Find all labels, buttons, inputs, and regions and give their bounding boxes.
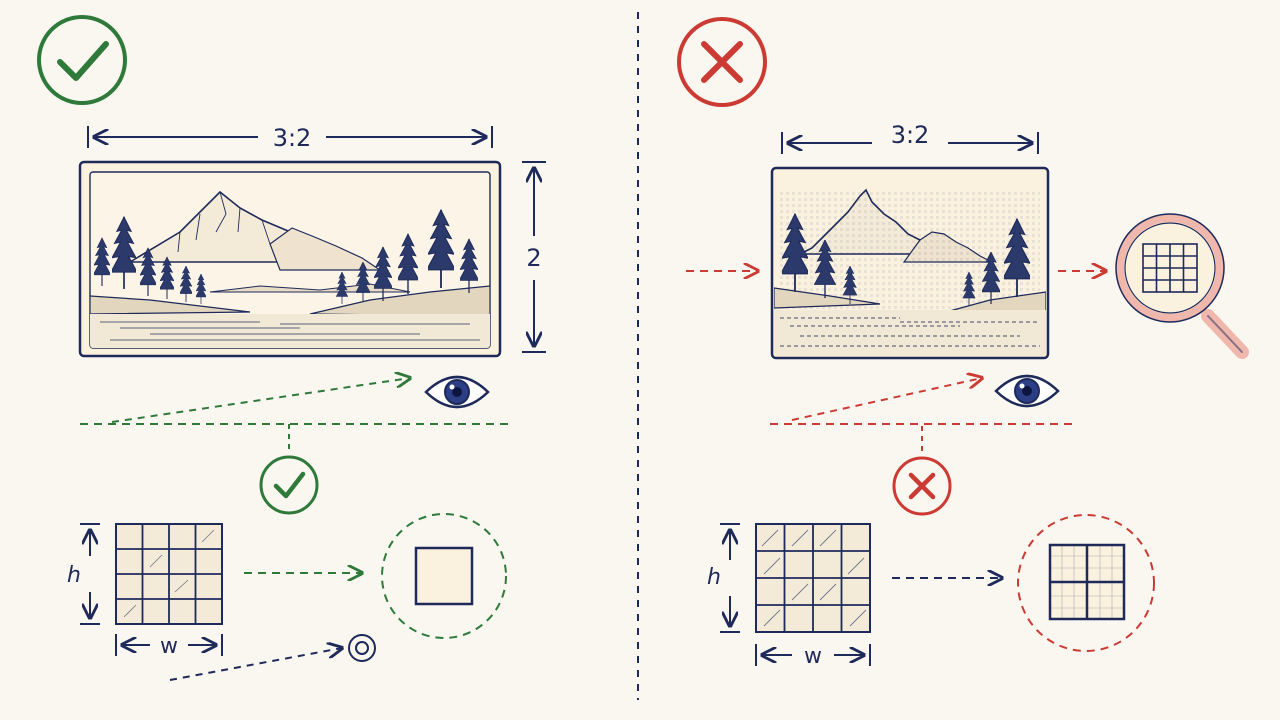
grid-width-label: w [804, 644, 822, 669]
right-panel: 3:2 [677, 17, 1249, 669]
eye-icon [994, 374, 1060, 408]
width-ratio-label: 3:2 [891, 121, 930, 149]
grid-width-dimension: w [755, 644, 871, 669]
width-ratio-label: 3:2 [273, 124, 312, 152]
target-arrow [169, 648, 342, 681]
grid-height-label: h [67, 563, 81, 588]
width-dimension: 3:2 [87, 124, 493, 152]
height-dimension: 2 [522, 161, 546, 353]
grid-width-label: w [160, 634, 178, 659]
grid-width-dimension: w [115, 634, 223, 659]
height-ratio-label: 2 [526, 244, 541, 272]
target-icon [348, 634, 376, 662]
grid-height-dimension: h [67, 523, 100, 625]
distorted-pixel [1017, 514, 1155, 652]
magnifier-icon [1115, 213, 1249, 359]
landscape-picture-distorted [770, 166, 1050, 360]
landscape-picture-correct [78, 160, 502, 358]
width-dimension: 3:2 [781, 121, 1039, 154]
eye-icon [424, 375, 490, 409]
sight-line-arrow [111, 378, 410, 423]
cross-circle-icon [677, 17, 767, 107]
single-square-pixel [381, 513, 507, 639]
check-circle-icon [37, 15, 127, 105]
stretched-pixel-grid [755, 523, 871, 633]
check-circle-icon [259, 455, 319, 515]
grid-height-dimension: h [707, 523, 740, 633]
grid-height-label: h [707, 565, 721, 590]
left-panel: 3:2 2 [37, 15, 546, 681]
sight-line-arrow [791, 378, 982, 421]
cross-circle-icon [892, 456, 952, 516]
square-pixel-grid [115, 523, 223, 625]
